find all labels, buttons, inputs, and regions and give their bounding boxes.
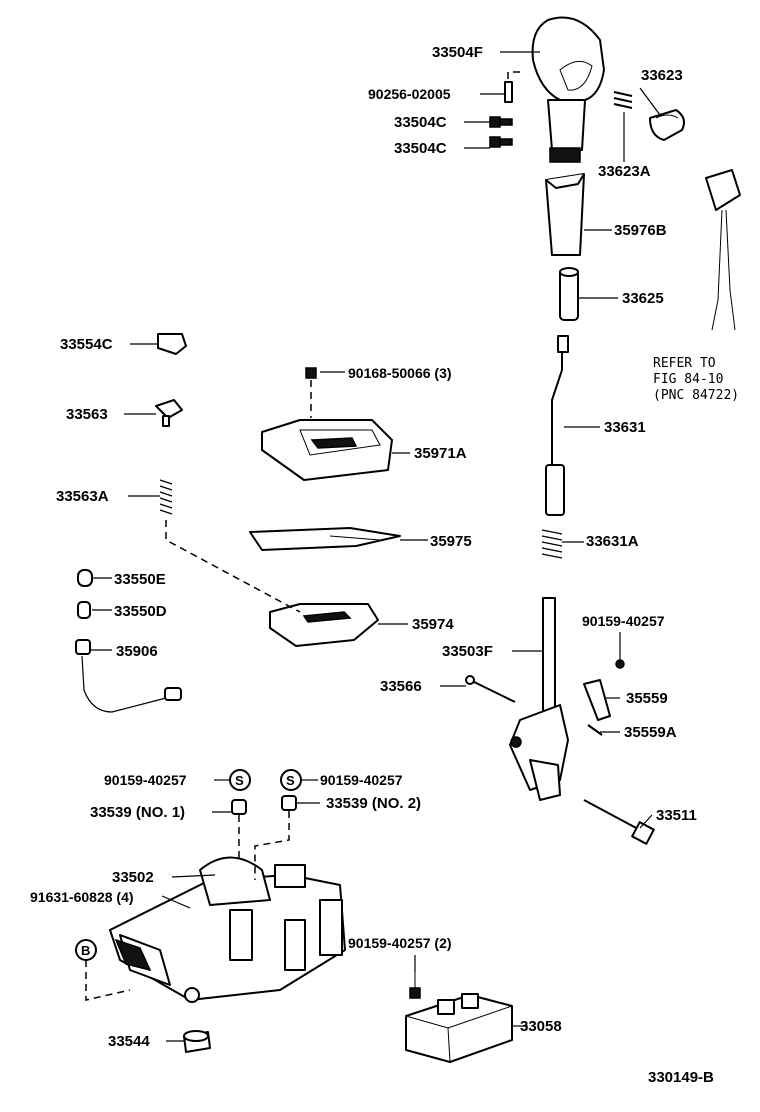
label-33623a: 33623A [598, 163, 651, 180]
spring-link-line [165, 520, 301, 613]
label-33631: 33631 [604, 419, 646, 436]
label-90159-40257-a: 90159-40257 [582, 613, 665, 629]
pipe-drawing [559, 267, 579, 321]
bush-33539-drawings [231, 795, 297, 815]
s-mark-2: S [286, 773, 295, 788]
label-91631-60828: 91631-60828 (4) [30, 889, 134, 905]
label-35975: 35975 [430, 533, 472, 550]
label-35559: 35559 [626, 690, 668, 707]
label-33539-no2: 33539 (NO. 2) [326, 795, 421, 812]
socket-cable-drawing [75, 639, 182, 713]
shift-knob-drawing [531, 16, 605, 163]
label-33544: 33544 [108, 1033, 150, 1050]
label-33550d: 33550D [114, 603, 167, 620]
button-33623-drawing [649, 109, 685, 141]
shift-lever-drawing [509, 597, 569, 801]
plate-35975-drawing [249, 527, 401, 551]
label-33511: 33511 [656, 807, 697, 824]
label-35559a: 35559A [624, 724, 677, 741]
label-90159-40257-c: 90159-40257 [320, 772, 403, 788]
label-90159-40257-d: 90159-40257 (2) [348, 935, 452, 951]
label-35976b: 35976B [614, 222, 667, 239]
label-33504f: 33504F [432, 44, 483, 61]
label-33563a: 33563A [56, 488, 109, 505]
label-35906: 35906 [116, 643, 158, 660]
indicator-35974-drawing [269, 603, 379, 647]
label-33058: 33058 [520, 1018, 562, 1035]
leader-lines [85, 51, 661, 1042]
refer-line-2: FIG 84-10 [653, 372, 723, 387]
refer-line-3: (PNC 84722) [653, 388, 739, 403]
spring-33563a-drawing [159, 479, 173, 515]
bulb-33550d-drawing [77, 601, 91, 619]
label-33625: 33625 [622, 290, 664, 307]
label-90256-02005: 90256-02005 [368, 86, 451, 102]
b-circle [75, 939, 97, 961]
pin-drawing [504, 81, 513, 103]
refer-line-1: REFER TO [653, 356, 716, 371]
label-33566: 33566 [380, 678, 422, 695]
connector-drawing [705, 169, 741, 331]
bulb-33550e-drawing [77, 569, 93, 587]
label-33502: 33502 [112, 869, 154, 886]
label-33623: 33623 [641, 67, 683, 84]
cap-33554c-drawing [157, 333, 187, 355]
plate-33563-drawing [155, 399, 183, 427]
spring-33631a-drawing [541, 529, 563, 559]
spring-33623a-drawing [613, 91, 633, 109]
pin-33566-drawing [465, 675, 516, 703]
bolt-33511-drawing [583, 799, 655, 845]
s-circle-1 [229, 769, 251, 791]
label-90159-40257-b: 90159-40257 [104, 772, 187, 788]
label-35974: 35974 [412, 616, 454, 633]
figure-id: 330149-B [648, 1069, 714, 1086]
lever-base-drawing [109, 856, 346, 1003]
screw-drawings [489, 116, 513, 148]
s-circle-2 [280, 769, 302, 791]
housing-35971a-drawing [261, 367, 393, 481]
label-33504c-2: 33504C [394, 140, 447, 157]
label-33631a: 33631A [586, 533, 639, 550]
label-33550e: 33550E [114, 571, 166, 588]
label-33554c: 33554C [60, 336, 113, 353]
label-90168-50066: 90168-50066 (3) [348, 365, 452, 381]
label-33539-no1: 33539 (NO. 1) [90, 804, 185, 821]
s-mark-1: S [235, 773, 244, 788]
label-33563: 33563 [66, 406, 108, 423]
sleeve-drawing [545, 173, 585, 256]
rod-drawing [545, 335, 569, 516]
control-unit-drawing [405, 970, 513, 1063]
label-33504c-1: 33504C [394, 114, 447, 131]
b-mark: B [81, 943, 90, 958]
label-35971a: 35971A [414, 445, 467, 462]
label-33503f: 33503F [442, 643, 493, 660]
detent-drawing [583, 659, 625, 736]
cushion-drawing [183, 1030, 211, 1053]
